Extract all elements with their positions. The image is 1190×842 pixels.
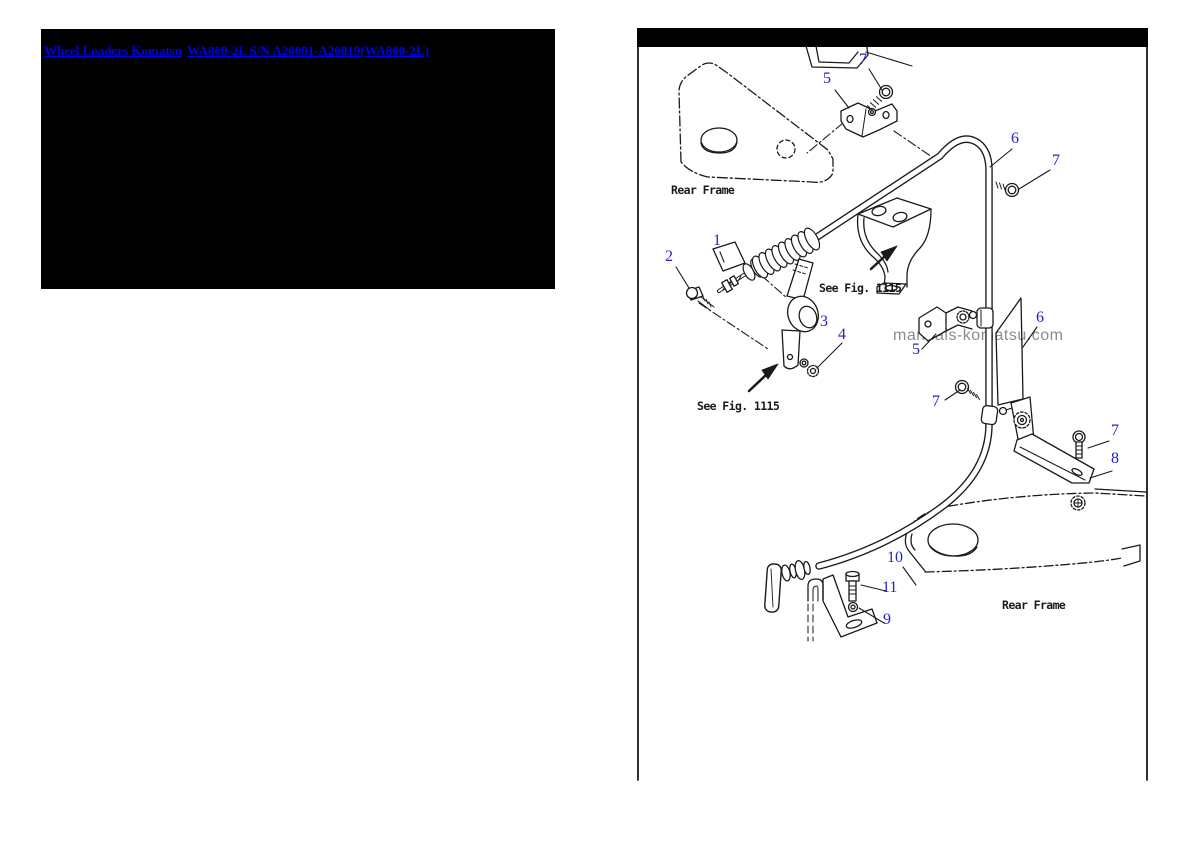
spring [751, 227, 821, 279]
nut [806, 364, 820, 378]
clamp-bracket-top [840, 84, 898, 138]
header-black-box: Wheel Loaders Komatsu WA800-2L S/N A20001… [41, 29, 555, 289]
bolt-lower-right [1072, 430, 1086, 459]
rear-frame-plate [678, 62, 834, 183]
washer [799, 358, 809, 368]
spring-cable-end [685, 227, 821, 311]
rear-frame-disc [904, 488, 1147, 573]
guide-plate [995, 297, 1024, 406]
breadcrumb: Wheel Loaders Komatsu WA800-2L S/N A20001… [44, 43, 434, 59]
diagram-panel: manuals-komatsu.com [637, 28, 1148, 781]
bottom-bracket [807, 570, 878, 642]
elbow-bolt [685, 286, 715, 311]
bolt-upper-right [995, 181, 1020, 198]
bolt-11 [845, 570, 860, 602]
tube [813, 135, 993, 570]
pointer-arrows [747, 245, 898, 393]
nut-9 [847, 601, 859, 613]
mid-clamp-bracket [918, 181, 1020, 400]
mount-box [805, 39, 913, 69]
leader-lines [675, 68, 1113, 624]
panel-borders [637, 28, 1148, 781]
lower-clamp-bracket [980, 396, 1095, 484]
t-handle [764, 560, 811, 613]
panel-top-bar [637, 28, 1148, 47]
bolt [866, 84, 894, 111]
lever [781, 258, 820, 378]
category-link[interactable]: Wheel Loaders Komatsu [44, 43, 182, 58]
parts-diagram-art [637, 28, 1148, 781]
arch-bracket [856, 197, 932, 295]
model-link[interactable]: WA800-2L S/N A20001-A20019(WA800-2L) [186, 43, 429, 58]
